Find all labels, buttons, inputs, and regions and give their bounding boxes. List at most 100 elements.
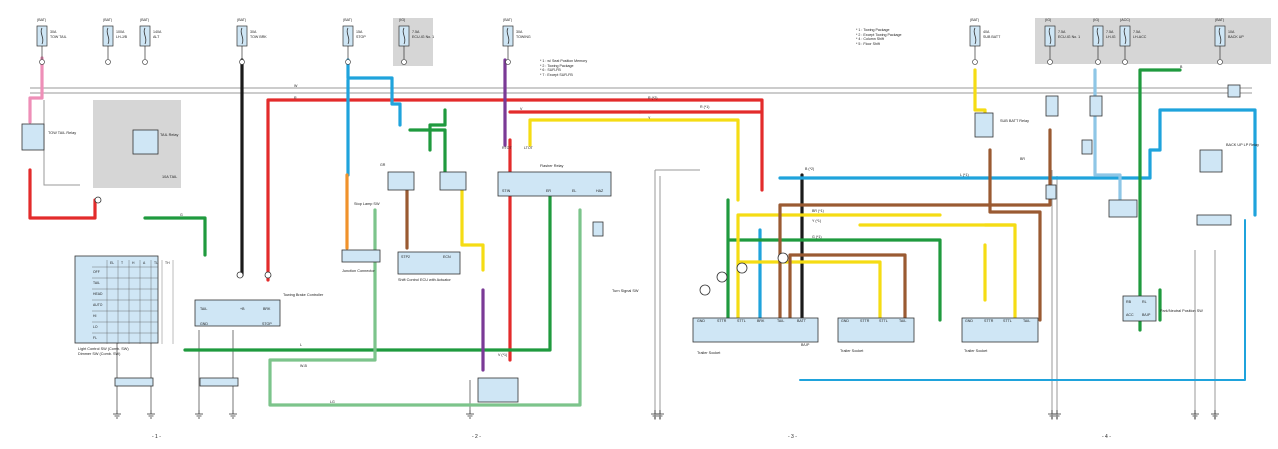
brown-wire-right <box>988 148 1042 322</box>
ground-icon <box>651 410 659 419</box>
brown-wire-tail <box>778 128 1052 322</box>
wire-label-wb: W-B <box>300 364 308 368</box>
label-trailer-socket-v5: Trailer Socket <box>840 349 864 353</box>
wire-label-l1: L (*1) <box>960 173 969 177</box>
connector-2 <box>199 377 239 387</box>
fuse-element-icon <box>402 27 406 45</box>
towing-brake-controller <box>194 299 281 327</box>
pin-controller-stop: STOP <box>262 322 272 326</box>
ground-icon <box>466 410 474 419</box>
wire-label-y1: Y (*1) <box>812 219 821 223</box>
yellow-wire-stop <box>460 176 485 272</box>
fuse-power-label: (IG) <box>1093 18 1099 22</box>
pin-controller-tail: TAIL <box>200 307 207 311</box>
light-blue-wire <box>1093 68 1122 202</box>
colored-wires <box>28 56 1257 407</box>
label-backup-relay: BACK UP LP Relay <box>1226 143 1259 147</box>
fuse-rating: 30A <box>516 30 523 34</box>
fuse-element-icon <box>973 27 977 45</box>
fuse-name: STOP <box>356 35 366 39</box>
fuse-name: TOW TAIL <box>50 35 67 39</box>
fuse-name: TOW BRK <box>250 35 267 39</box>
junction-bottom <box>477 377 519 403</box>
grid-column-header: A <box>143 261 146 265</box>
pin-v1-bup: B/UP <box>801 343 810 347</box>
fuse-rating: 15A <box>356 30 363 34</box>
fuse-element-icon <box>1123 27 1127 45</box>
ground-icon <box>147 410 155 419</box>
notes-mid: * 1 : w/ Seat Position Memory * 2 : Towi… <box>540 59 587 77</box>
wire-label-r2: R (*2) <box>648 96 657 100</box>
pin-pn-acc: ACC <box>1126 313 1134 317</box>
wire-label-v1: V (*1) <box>498 353 507 357</box>
green-wire-stop <box>408 108 447 180</box>
label-tail-relay: TAIL Relay <box>160 133 178 137</box>
label-park-neutral-sw: Park/Neutral Position SW <box>1160 309 1203 313</box>
fuse-power-label: (ACC) <box>1120 18 1130 22</box>
wire-label-y: Y <box>648 116 651 120</box>
grid-column-header: EL <box>110 261 114 265</box>
pin-v5-tail: TAIL <box>899 319 906 323</box>
note-line: * 2 : Towing Package <box>540 63 574 68</box>
grid-column-header: H <box>132 261 135 265</box>
note-line: * 6 : SUR-FB <box>540 68 561 73</box>
pin-ecu-ecn: ECN <box>443 255 451 259</box>
wire-label-l: L <box>300 343 302 347</box>
fuse-terminal <box>1122 59 1128 65</box>
label-flasher-relay: Flasher Relay <box>540 164 564 168</box>
pin-flasher-er: ER <box>546 189 551 193</box>
fuse-element-icon <box>1096 27 1100 45</box>
connector-5 <box>1045 95 1059 117</box>
shift-control-ecu <box>397 251 461 275</box>
wire-label-v: V <box>520 107 523 111</box>
pin-v1-brk: BRK <box>757 319 765 323</box>
blue-wire-trailer <box>778 108 1257 217</box>
pin-flasher-stin: STIN <box>502 189 511 193</box>
wire-label-gr: GR <box>380 163 386 167</box>
fuse-power-label: (BAT) <box>103 18 112 22</box>
wire-label-b: B <box>1180 65 1183 69</box>
fuse-power-label: (BAT) <box>970 18 979 22</box>
page-number-3: - 3 - <box>788 434 797 440</box>
relay-boxes <box>21 112 1223 191</box>
ground-icon <box>1048 410 1056 419</box>
ground-symbols <box>113 410 1219 419</box>
wire-label-lg: LG <box>330 400 335 404</box>
ground-icon <box>1053 410 1061 419</box>
fuse-terminal <box>39 59 45 65</box>
fuse-element-icon <box>1048 27 1052 45</box>
fuse-name: LH-IG <box>1106 35 1116 39</box>
note-line: * 5 : Floor Shift <box>856 41 880 46</box>
fuse-name: LH-J/B <box>116 35 128 39</box>
fuse-name: ECU-IG No. 1 <box>1058 35 1080 39</box>
label-tail-fuse: 10A TAIL <box>162 175 177 179</box>
grid-row-label: HI <box>93 314 96 318</box>
fuse-rating: 7.5A <box>412 30 420 34</box>
connector-9 <box>1089 95 1103 117</box>
label-stop-lamp-sw: Stop Lamp SW <box>354 202 380 206</box>
fuse-terminal <box>505 59 511 65</box>
fuse-element-icon <box>346 27 350 45</box>
pin-flasher-haz: HAZ <box>596 189 604 193</box>
note-line: * 1 : w/ Seat Position Memory <box>540 59 588 63</box>
note-line: * 1 : Towing Package <box>856 28 890 32</box>
fuse-power-label: (BAT) <box>140 18 149 22</box>
pin-v1-tail: TAIL <box>777 319 784 323</box>
sub-batt-relay <box>974 112 994 138</box>
wire-labels: W R R (*2) Y L W-B LG G BR V B GR BR (*1… <box>180 65 1183 404</box>
blue-return-wire <box>799 219 1246 381</box>
fuse-rating: 30A <box>250 30 257 34</box>
fuse-terminal <box>972 59 978 65</box>
fuse-name: SUB BATT <box>983 35 1001 39</box>
component-labels: TOW TAIL Relay TAIL Relay 10A TAIL Light… <box>48 119 1259 356</box>
stop-relay-1 <box>387 171 415 191</box>
label-dimmer-sw: Dimmer SW (Comb. SW) <box>78 352 121 356</box>
